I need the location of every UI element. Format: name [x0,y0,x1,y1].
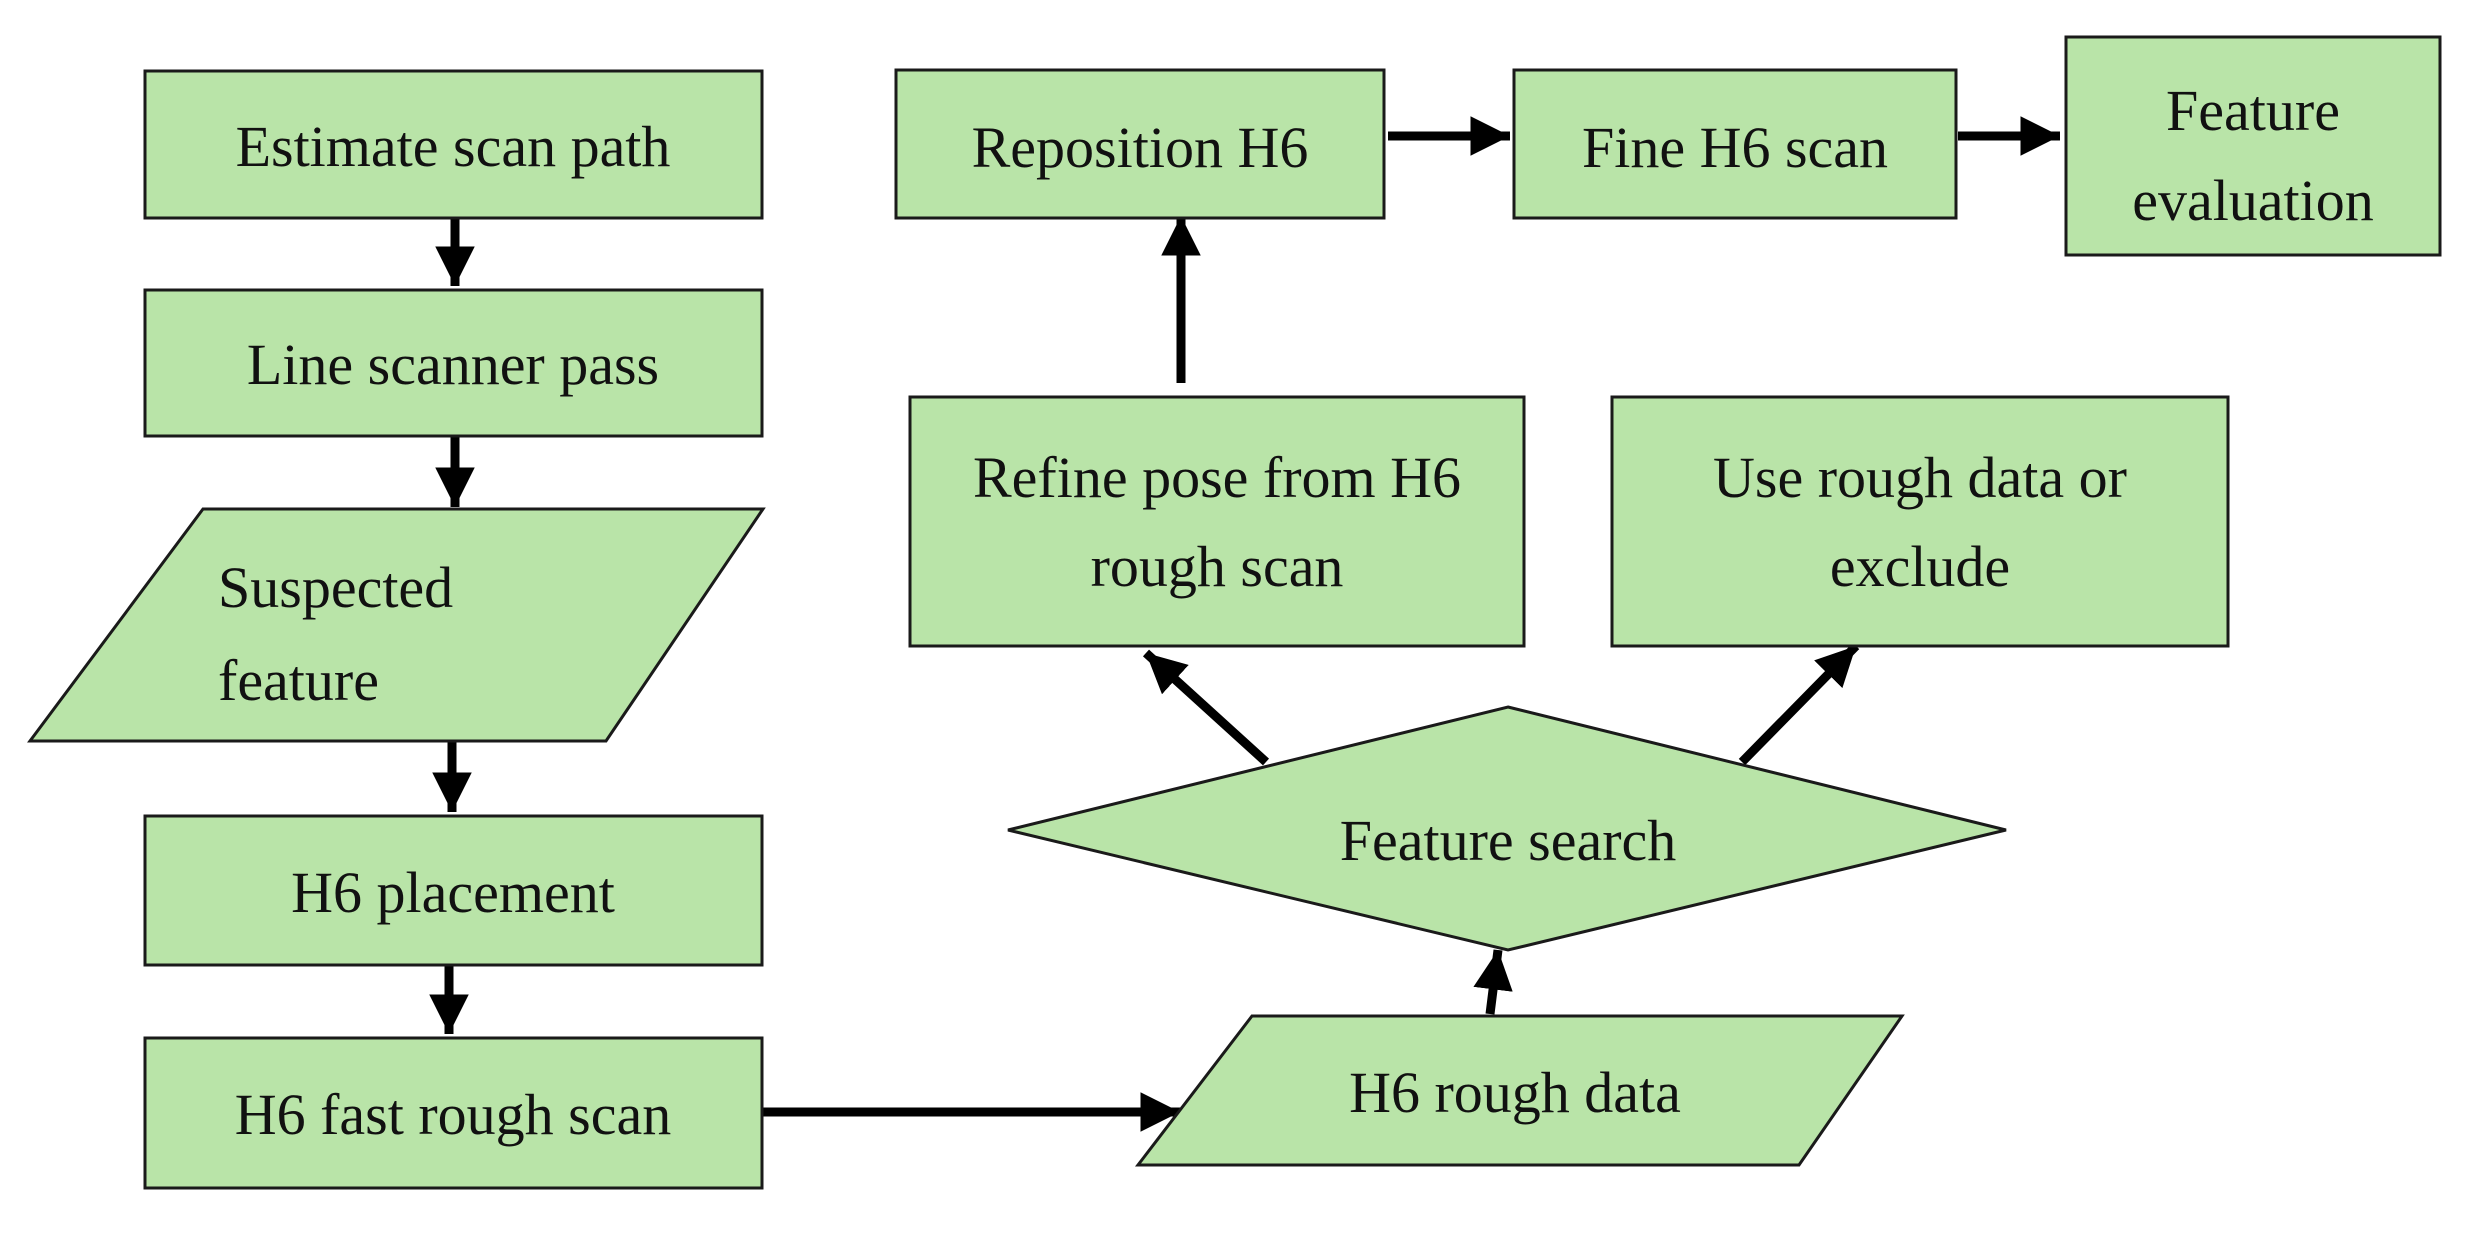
node-label: Fine H6 scan [1582,115,1888,180]
node-label-line-2: rough scan [1091,534,1344,599]
process-box [1610,395,2230,648]
node-h6-placement: H6 placement [143,814,764,967]
process-box [143,814,764,967]
node-label: H6 placement [291,860,615,925]
node-label: H6 fast rough scan [235,1082,672,1147]
node-fine-h6-scan: Fine H6 scan [1512,68,1958,220]
node-feature-search: Feature search [1007,705,2007,952]
node-estimate-scan-path: Estimate scan path [143,69,764,220]
edge-roughdata-to-featuresearch [1473,949,1513,1015]
edge-featuresearch-to-useroughdata [1738,642,1860,766]
data-parallelogram [27,507,766,743]
node-label-line-1: Use rough data or [1713,445,2127,510]
node-label: Line scanner pass [247,332,659,397]
node-label: Estimate scan path [236,114,671,179]
process-box [908,395,1526,648]
node-reposition-h6: Reposition H6 [894,68,1386,220]
node-label-line-2: evaluation [2132,168,2374,233]
process-box [143,69,764,220]
node-label-line-1: Feature [2166,78,2340,143]
process-box [2064,35,2442,257]
process-box [894,68,1386,220]
node-refine-pose: Refine pose from H6 rough scan [908,395,1526,648]
node-label: H6 rough data [1349,1060,1681,1125]
node-feature-evaluation: Feature evaluation [2064,35,2442,257]
data-parallelogram [1134,1014,1905,1167]
node-h6-rough-data: H6 rough data [1134,1014,1905,1167]
node-label: Feature search [1340,808,1677,873]
edge-featuresearch-to-refinepose [1142,649,1270,766]
node-label: Reposition H6 [972,115,1309,180]
process-box [1512,68,1958,220]
process-box [143,1036,764,1190]
process-box [143,288,764,438]
node-use-rough-data: Use rough data or exclude [1610,395,2230,648]
node-label-line-2: feature [218,648,379,713]
node-line-scanner-pass: Line scanner pass [143,288,764,438]
node-h6-fast-rough-scan: H6 fast rough scan [143,1036,764,1190]
node-suspected-feature: Suspected feature [27,507,766,743]
node-label-line-1: Refine pose from H6 [973,445,1461,510]
edges [429,116,2060,1132]
node-label-line-1: Suspected [218,555,453,620]
decision-diamond [1007,705,2007,952]
node-label-line-2: exclude [1830,534,2010,599]
